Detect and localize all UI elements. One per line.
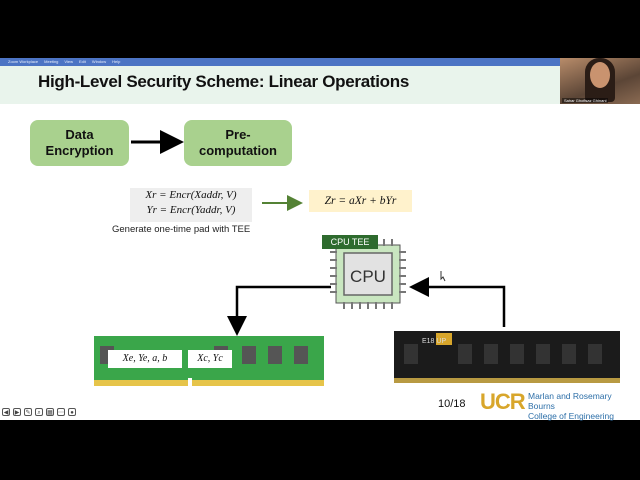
more-icon[interactable]: ⋯ bbox=[57, 408, 65, 416]
generate-note: Generate one-time pad with TEE bbox=[112, 224, 251, 235]
menu-item-edit[interactable]: Edit bbox=[79, 59, 86, 64]
cpu-tee-label: CPU TEE bbox=[322, 235, 378, 249]
z-equation: Zr = aXr + bYr bbox=[309, 190, 412, 212]
college-name: Marlan and Rosemary Bourns College of En… bbox=[528, 391, 640, 421]
slide-title: High-Level Security Scheme: Linear Opera… bbox=[38, 72, 410, 91]
presentation-toolbar: ◀ ▶ ✎ ⌕ ▦ ⋯ ● bbox=[0, 404, 122, 420]
page-number: 10/18 bbox=[438, 398, 466, 410]
dimm-module-icon: E18 UP bbox=[394, 331, 620, 383]
webcam-video[interactable]: Sahar Ghoflsaz Ghinani bbox=[560, 58, 640, 104]
pen-icon[interactable]: ✎ bbox=[24, 408, 32, 416]
cpu-chip-icon: CPU bbox=[330, 239, 406, 309]
college-line-2: College of Engineering bbox=[528, 411, 615, 421]
forward-icon[interactable]: ▶ bbox=[13, 408, 21, 416]
equation-x: Xr = Encr(Xaddr, V) bbox=[145, 189, 237, 201]
zoom-title-bar: Zoom Workplace Meeting View Edit Window … bbox=[0, 58, 640, 66]
ram-label-xe-ye: Xe, Ye, a, b bbox=[108, 350, 182, 368]
options-icon[interactable]: ● bbox=[68, 408, 76, 416]
title-band bbox=[0, 66, 560, 104]
ucr-logo: UCR bbox=[480, 389, 526, 414]
equation-y: Yr = Encr(Yaddr, V) bbox=[146, 204, 236, 216]
back-icon[interactable]: ◀ bbox=[2, 408, 10, 416]
zoom-menu: Zoom Workplace Meeting View Edit Window … bbox=[8, 58, 120, 66]
arrow-dimm-to-cpu bbox=[409, 277, 506, 327]
menu-item-view[interactable]: View bbox=[64, 59, 74, 64]
encryption-equations: Xr = Encr(Xaddr, V) Yr = Encr(Yaddr, V) bbox=[130, 188, 252, 222]
participant-face bbox=[590, 62, 610, 88]
menu-item-window[interactable]: Window bbox=[91, 59, 107, 64]
dimm-label: E18 UP bbox=[422, 338, 446, 345]
menu-item-zoom-workplace[interactable]: Zoom Workplace bbox=[8, 59, 39, 64]
grid-icon[interactable]: ▦ bbox=[46, 408, 54, 416]
participant-name: Sahar Ghoflsaz Ghinani bbox=[562, 98, 609, 103]
data-encryption-box: Data Encryption bbox=[30, 120, 129, 166]
cpu-text: CPU bbox=[350, 267, 386, 286]
mouse-cursor-icon bbox=[440, 271, 446, 282]
arrow-cpu-to-ram bbox=[227, 285, 331, 336]
ram-label-xc-yc: Xc, Yc bbox=[188, 350, 232, 368]
college-line-1: Marlan and Rosemary Bourns bbox=[528, 391, 612, 411]
menu-item-help[interactable]: Help bbox=[112, 59, 121, 64]
menu-item-meeting[interactable]: Meeting bbox=[44, 59, 59, 64]
zoom-icon[interactable]: ⌕ bbox=[35, 408, 43, 416]
precomputation-box: Pre- computation bbox=[184, 120, 292, 166]
